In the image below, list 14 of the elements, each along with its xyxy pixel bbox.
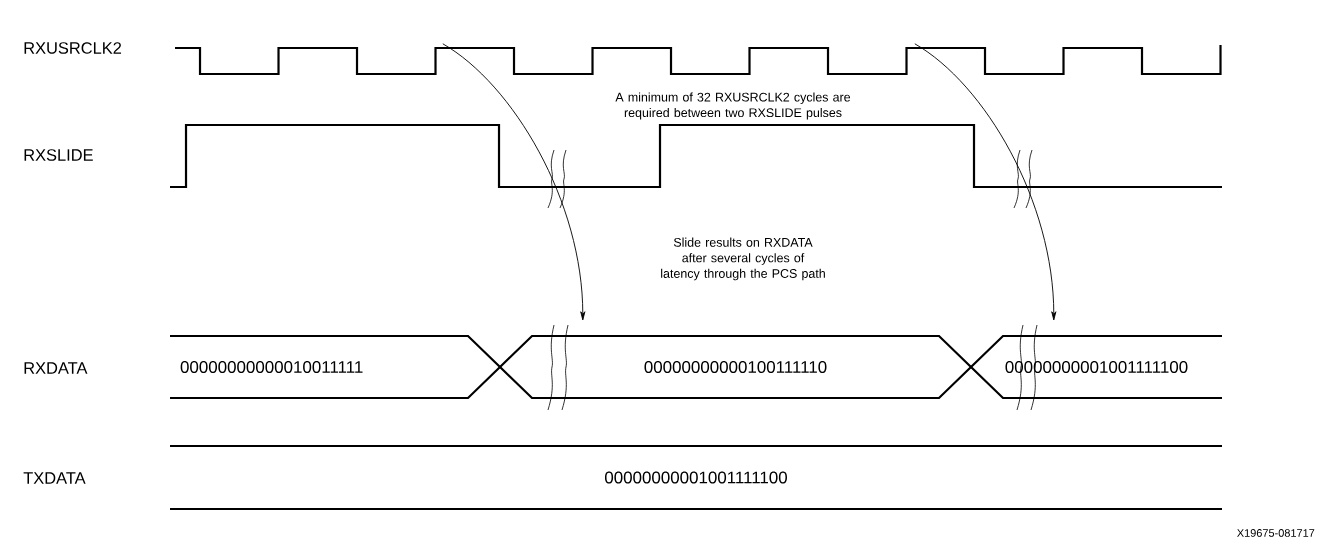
bus-segment: 00000000000010011111 bbox=[170, 334, 501, 400]
figure-id: X19675-081717 bbox=[1237, 529, 1315, 537]
clock-waveform bbox=[175, 45, 1222, 76]
bus-segment: 00000000001001111100 bbox=[170, 444, 1222, 511]
signal-name: RXDATA bbox=[24, 362, 88, 374]
arrow bbox=[442, 43, 586, 321]
bus-segment: 00000000001001111100 bbox=[970, 334, 1222, 400]
arrow bbox=[914, 43, 1057, 321]
signal-name: RXSLIDE bbox=[24, 149, 93, 161]
annotation: A minimum of 32 RXUSRCLK2 cycles are required between two RXSLIDE pulses bbox=[615, 92, 851, 120]
bus-segment: 00000000000100111110 bbox=[499, 334, 972, 400]
signal-name: TXDATA bbox=[23, 472, 86, 484]
signal-name: RXUSRCLK2 bbox=[24, 42, 122, 54]
annotation: Slide results on RXDATA after several cycles of latency through the PCS path bbox=[661, 237, 825, 281]
